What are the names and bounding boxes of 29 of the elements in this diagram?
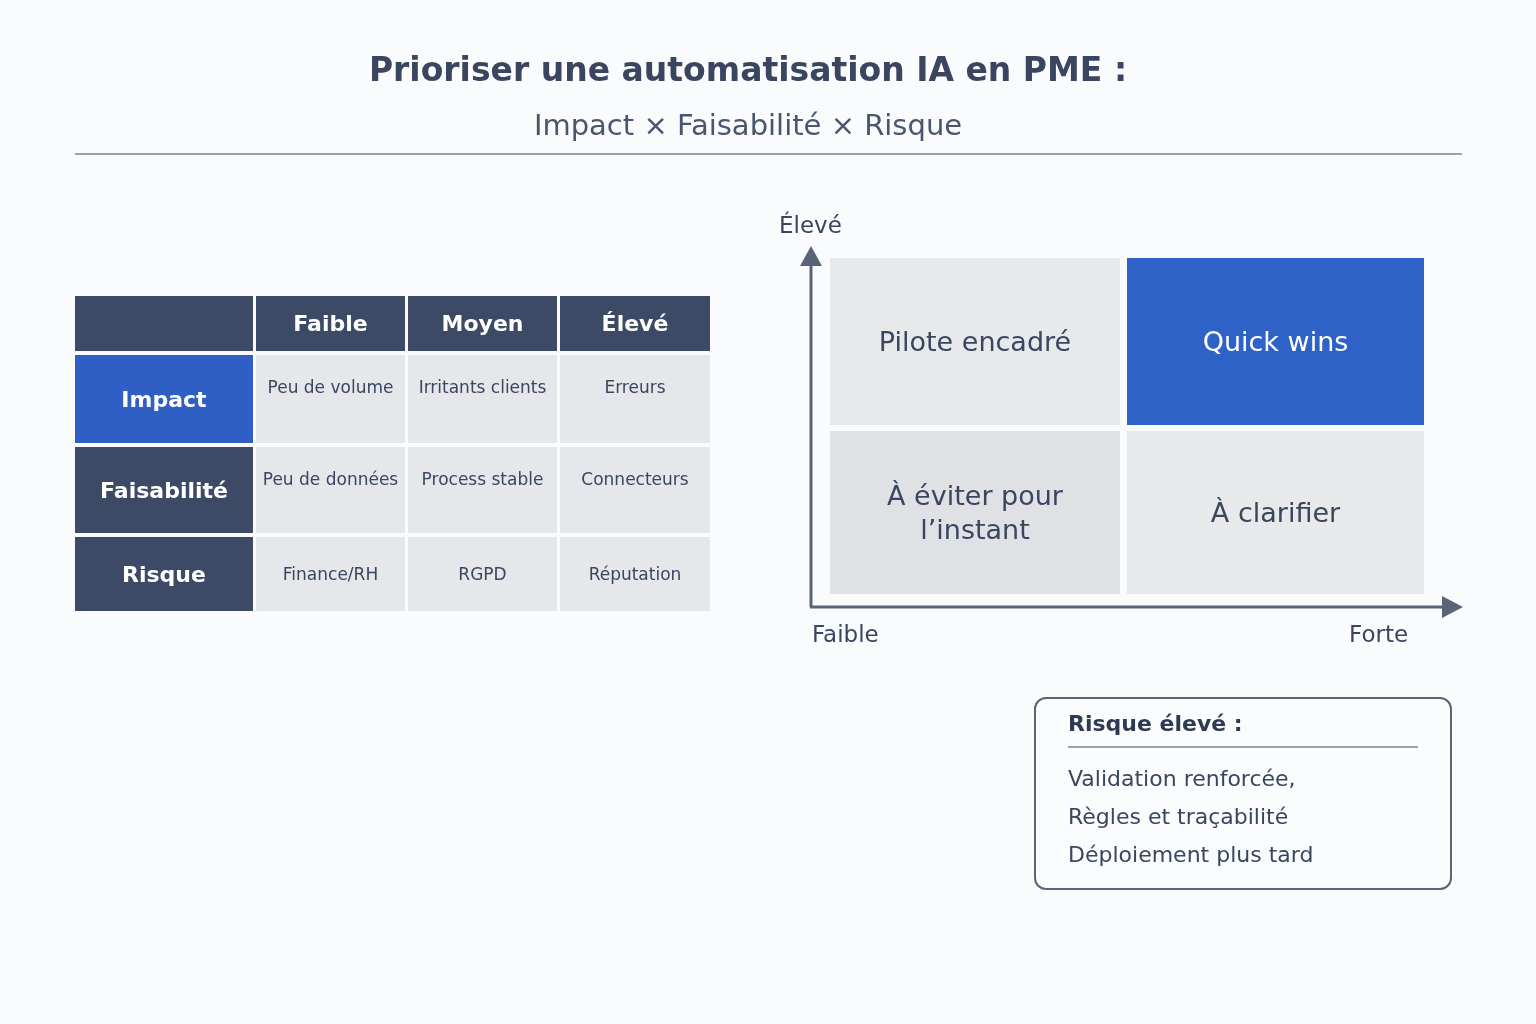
note-card bbox=[1034, 697, 1452, 890]
axis-label: Élevé bbox=[779, 212, 842, 238]
table-cell: Peu de données bbox=[256, 447, 405, 533]
column-header: Élevé bbox=[560, 296, 710, 351]
table-cell: Erreurs bbox=[560, 355, 710, 443]
table-cell: Finance/RH bbox=[256, 537, 405, 611]
row-header: Risque bbox=[75, 537, 253, 611]
note-text: Déploiement plus tard bbox=[1068, 841, 1315, 869]
column-header: Moyen bbox=[408, 296, 557, 351]
axis-label: Forte bbox=[1349, 621, 1409, 647]
note-text: Règles et traçabilité bbox=[1068, 803, 1290, 831]
table-cell: Réputation bbox=[560, 537, 710, 611]
quadrant: À clarifier bbox=[1127, 431, 1424, 594]
row-header: Faisabilité bbox=[75, 447, 253, 533]
column-header: Faible bbox=[256, 296, 405, 351]
table-cell: Irritants clients bbox=[408, 355, 557, 443]
quadrant: Quick wins bbox=[1127, 258, 1424, 425]
row-header: Impact bbox=[75, 355, 253, 443]
title: Prioriser une automatisation IA en PME : bbox=[367, 50, 1129, 89]
table-cell: Connecteurs bbox=[560, 447, 710, 533]
table-cell: RGPD bbox=[408, 537, 557, 611]
table-cell: Peu de volume bbox=[256, 355, 405, 443]
quadrant: À éviter pour l’instant bbox=[830, 431, 1120, 594]
axis-label: Faible bbox=[812, 621, 879, 647]
note-text: Validation renforcée, bbox=[1068, 765, 1297, 793]
note-heading: Risque élevé : bbox=[1068, 711, 1418, 748]
table-cell: Process stable bbox=[408, 447, 557, 533]
subtitle: Impact × Faisabilité × Risque bbox=[532, 108, 964, 142]
quadrant: Pilote encadré bbox=[830, 258, 1120, 425]
